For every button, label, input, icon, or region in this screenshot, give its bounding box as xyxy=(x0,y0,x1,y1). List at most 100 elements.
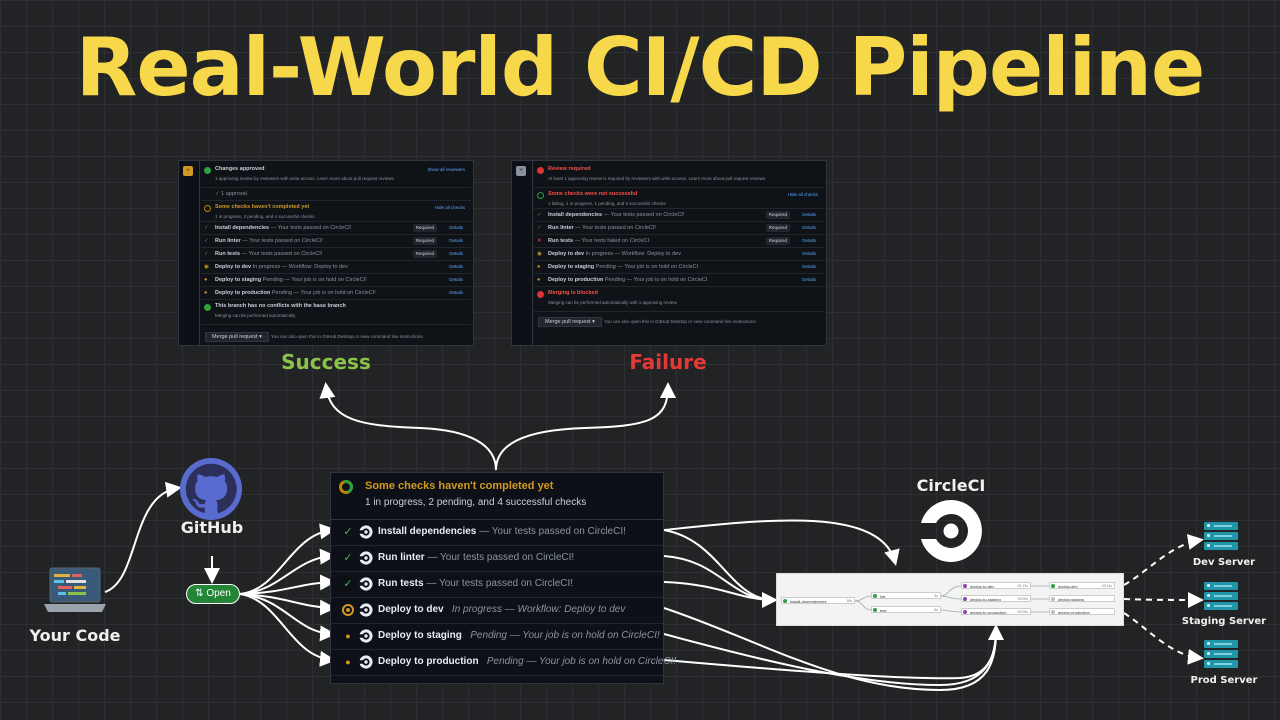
arrow-to-prod-server xyxy=(1123,612,1204,665)
checks-subtitle: 1 in progress, 2 pending, and 4 successf… xyxy=(365,497,587,508)
in-progress-icon xyxy=(341,597,355,623)
check-name: Run tests xyxy=(378,578,424,589)
approval-count[interactable]: 1 approval xyxy=(221,191,247,197)
job-name: deploy-to-staging xyxy=(970,597,1001,602)
circleci-small-icon xyxy=(359,577,373,591)
checks-title: Some checks haven't completed yet xyxy=(365,480,554,492)
check-name: Deploy to staging xyxy=(378,630,462,641)
check-desc: Pending — Your job is on hold on CircleC… xyxy=(595,264,699,270)
details-link[interactable]: Details xyxy=(449,277,463,282)
details-link[interactable]: Details xyxy=(802,238,816,243)
job-status-icon xyxy=(1051,597,1055,601)
failure-pr-screenshot: ⑂ Review required At least 1 approving r… xyxy=(511,160,827,346)
check-name: Deploy to production xyxy=(548,277,604,283)
check-row: ●Deploy to staging Pending — Your job is… xyxy=(331,623,663,650)
arrow-to-success xyxy=(319,382,497,471)
merge-button[interactable]: Merge pull request ▾ xyxy=(205,332,269,342)
circleci-small-icon xyxy=(359,603,373,617)
details-link[interactable]: Details xyxy=(802,225,816,230)
no-conflicts-title: This branch has no conflicts with the ba… xyxy=(215,303,346,309)
details-link[interactable]: Details xyxy=(449,225,463,230)
workflow-job[interactable]: deploy-to-staging 00:00s xyxy=(961,595,1031,602)
arrow-deploys-to-circleci xyxy=(663,624,1004,680)
job-name: test xyxy=(880,608,887,613)
arrow-open-to-row6 xyxy=(239,593,336,667)
check-desc: — Your tests passed on CircleCI! xyxy=(241,251,323,257)
staging-server-icon xyxy=(1204,582,1238,612)
check-desc: — Your tests passed on CircleCI! xyxy=(603,212,685,218)
job-name: deploy-to-production xyxy=(970,610,1007,615)
required-badge: Required xyxy=(765,224,790,232)
workflow-job[interactable]: deploy-staging xyxy=(1049,595,1115,602)
details-link[interactable]: Details xyxy=(802,264,816,269)
review-required-subtitle: At least 1 approving review is required … xyxy=(548,176,767,181)
job-time: 15s xyxy=(846,599,852,603)
dev-server-icon xyxy=(1204,522,1238,552)
github-icon xyxy=(180,458,242,520)
check-row: ●Deploy to production Pending — Your job… xyxy=(331,649,676,676)
check-success-icon: ✓ xyxy=(343,578,353,590)
prod-server-label: Prod Server xyxy=(1190,675,1258,686)
check-name: Deploy to dev xyxy=(548,251,585,257)
check-row: ●Deploy to staging Pending — Your job is… xyxy=(201,274,471,287)
check-success-icon: ✓ xyxy=(343,552,353,564)
check-desc: — Your tests passed on CircleCI! xyxy=(242,238,323,244)
check-desc: — Your tests failed on CircleCI xyxy=(574,238,650,244)
job-name: deploy-staging xyxy=(1058,597,1085,602)
hide-checks-link[interactable]: Hide all checks xyxy=(787,192,818,197)
job-time: 3s xyxy=(934,594,938,598)
check-status-icon: ✕ xyxy=(537,238,542,244)
required-badge: Required xyxy=(765,237,790,245)
dev-server-label: Dev Server xyxy=(1192,557,1256,568)
merge-icon: ⑂ xyxy=(516,166,526,176)
show-reviewers-link[interactable]: Show all reviewers xyxy=(427,167,465,172)
check-name: Deploy to dev xyxy=(215,264,252,270)
merge-button[interactable]: Merge pull request ▾ xyxy=(538,317,602,327)
check-desc: — Your tests passed on CircleCI! xyxy=(479,526,626,537)
check-status-text: Pending — Your job is on hold on CircleC… xyxy=(470,630,660,641)
checks-subtitle: 1 in progress, 2 pending, and 4 successf… xyxy=(215,214,315,219)
check-desc: In progress — Workflow: Deploy to dev xyxy=(585,251,681,257)
check-name: Install dependencies xyxy=(548,212,603,218)
open-pr-badge[interactable]: ⇅ Open xyxy=(186,584,240,604)
pull-request-icon: ⇅ xyxy=(195,588,204,599)
check-row: ✓Run linter — Your tests passed on Circl… xyxy=(534,222,824,235)
details-link[interactable]: Details xyxy=(802,212,816,217)
merge-icon: ⑂ xyxy=(183,166,193,176)
job-time: 00:00s xyxy=(1017,597,1028,601)
check-desc: Pending — Your job is on hold on CircleC… xyxy=(465,630,660,641)
required-badge: Required xyxy=(412,224,437,232)
check-row: ✓Run linter — Your tests passed on Circl… xyxy=(331,545,663,572)
checks-subtitle: 1 failing, 1 in progress, 1 pending, and… xyxy=(548,201,666,206)
approved-title: Changes approved xyxy=(215,166,265,172)
details-link[interactable]: Details xyxy=(449,251,463,256)
check-status-icon: ◉ xyxy=(204,264,209,270)
details-link[interactable]: Details xyxy=(802,277,816,282)
check-row: ◉Deploy to dev In progress — Workflow: D… xyxy=(201,261,471,274)
workflow-job[interactable]: deploy-production xyxy=(1049,608,1115,615)
blocked-title: Merging is blocked xyxy=(548,290,598,296)
checks-title: Some checks haven't completed yet xyxy=(215,204,310,210)
details-link[interactable]: Details xyxy=(449,238,463,243)
arrow-code-to-github xyxy=(104,481,182,593)
check-status-icon: ✓ xyxy=(537,225,542,231)
blocked-subtitle: Merging can be performed automatically w… xyxy=(548,300,678,305)
check-desc: — Your tests passed on CircleCI! xyxy=(270,225,352,231)
check-desc: — Your tests passed on CircleCI! xyxy=(427,552,575,563)
check-row: ✓Run tests — Your tests passed on Circle… xyxy=(201,248,471,261)
job-name: deploy-production xyxy=(1058,610,1090,615)
hide-checks-link[interactable]: Hide all checks xyxy=(434,205,465,210)
details-link[interactable]: Details xyxy=(802,251,816,256)
details-link[interactable]: Details xyxy=(449,264,463,269)
arrow-to-staging-server xyxy=(1123,591,1204,608)
details-link[interactable]: Details xyxy=(449,290,463,295)
check-name: Run linter xyxy=(215,238,241,244)
check-status-icon: ✓ xyxy=(537,212,542,218)
check-name: Install dependencies xyxy=(215,225,270,231)
